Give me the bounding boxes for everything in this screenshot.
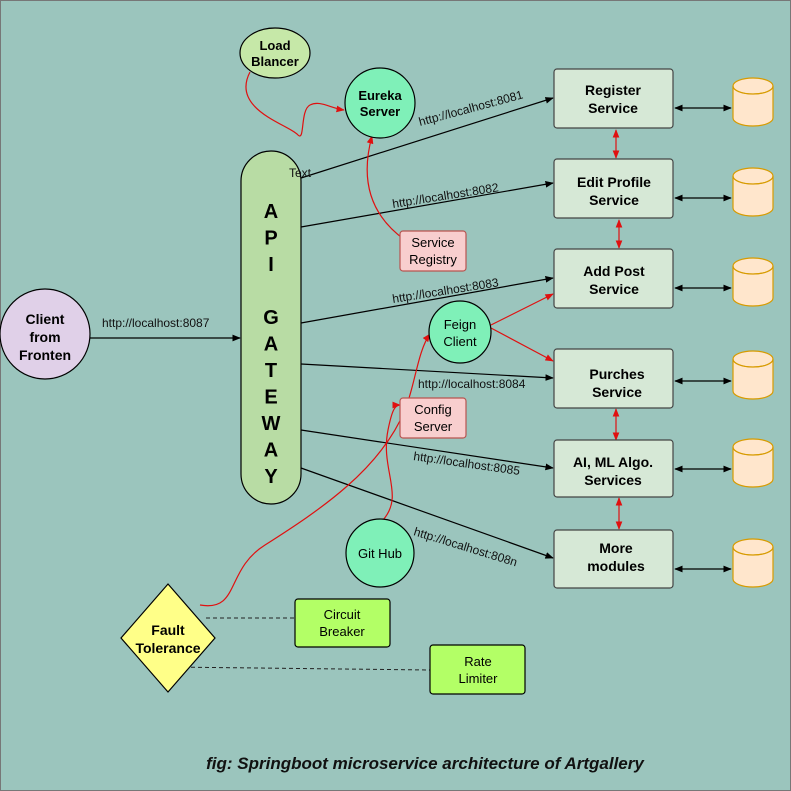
databases — [732, 77, 774, 588]
service-ai-line1: AI, ML Algo. — [573, 454, 653, 470]
service-register[interactable]: Register Service — [553, 68, 674, 129]
gateway-text-tag: Text — [289, 166, 312, 180]
circuit-line1: Circuit — [324, 607, 361, 622]
service-more-line2: modules — [587, 558, 645, 574]
service-purches[interactable]: Purches Service — [553, 348, 674, 409]
fault-tolerance-node[interactable]: Fault Tolerance — [120, 583, 216, 693]
gateway-to-edit-profile-arrow — [300, 180, 554, 228]
fault-tolerance-links — [169, 617, 431, 671]
gateway-letter: P — [264, 228, 277, 250]
gateway-to-purches-arrow — [300, 363, 554, 381]
client-label-line3: Fronten — [19, 347, 71, 363]
feign-line1: Feign — [444, 317, 477, 332]
gateway-letter: A — [264, 201, 278, 223]
feign-to-purches-arrow — [490, 327, 554, 362]
service-purches-line1: Purches — [589, 366, 644, 382]
database-icon — [732, 350, 774, 400]
feign-line2: Client — [443, 334, 477, 349]
fault-line1: Fault — [151, 622, 185, 638]
url-client: http://localhost:8087 — [102, 316, 210, 330]
rate-line2: Limiter — [458, 671, 498, 686]
database-icon — [732, 77, 774, 127]
rate-line1: Rate — [464, 654, 491, 669]
service-ai-ml[interactable]: AI, ML Algo. Services — [553, 439, 674, 498]
service-edit-line2: Service — [589, 192, 639, 208]
client-node[interactable]: Client from Fronten — [0, 288, 91, 380]
eureka-line1: Eureka — [358, 88, 402, 103]
service-registry-node[interactable]: Service Registry — [399, 230, 467, 272]
red-connectors — [199, 71, 623, 607]
service-register-line1: Register — [585, 82, 642, 98]
figure-caption: fig: Springboot microservice architectur… — [206, 754, 645, 773]
service-purches-line2: Service — [592, 384, 642, 400]
feign-client-node[interactable]: Feign Client — [428, 300, 492, 364]
fault-to-rate-limiter-link — [169, 666, 431, 671]
database-icon — [732, 438, 774, 488]
service-addpost-line2: Service — [589, 281, 639, 297]
gateway-to-register-arrow — [300, 97, 554, 179]
client-label-line2: from — [29, 329, 60, 345]
service-addpost-line1: Add Post — [583, 263, 645, 279]
eureka-server-node[interactable]: Eureka Server — [344, 67, 416, 139]
service-add-post[interactable]: Add Post Service — [553, 248, 674, 309]
database-links — [674, 104, 732, 573]
url-edit-profile: http://localhost:8082 — [391, 180, 500, 211]
database-icon — [732, 538, 774, 588]
service-ai-line2: Services — [584, 472, 642, 488]
gateway-letter: A — [264, 440, 278, 462]
load-balancer-line1: Load — [259, 38, 290, 53]
gateway-connectors — [90, 97, 554, 559]
circuit-breaker-node[interactable]: Circuit Breaker — [294, 598, 391, 648]
gateway-letter: A — [264, 334, 278, 356]
gateway-to-ai-ml-arrow — [300, 429, 554, 471]
url-more-modules: http://localhost:808n — [412, 524, 519, 569]
gateway-letter: E — [264, 387, 277, 409]
gateway-letter: T — [265, 360, 277, 382]
database-icon — [732, 167, 774, 217]
url-ai-ml: http://localhost:8085 — [413, 449, 522, 478]
feign-to-addpost-arrow — [490, 293, 554, 326]
service-register-line2: Service — [588, 100, 638, 116]
gateway-letter: Y — [264, 466, 278, 488]
client-label-line1: Client — [26, 311, 65, 327]
registry-to-eureka-link — [366, 135, 406, 241]
database-icon — [732, 257, 774, 307]
registry-line1: Service — [411, 235, 454, 250]
gateway-letter: W — [262, 413, 281, 435]
github-to-config-link — [382, 401, 401, 521]
gateway-letter: G — [263, 307, 279, 329]
service-edit-profile[interactable]: Edit Profile Service — [553, 158, 674, 219]
circuit-line2: Breaker — [319, 624, 365, 639]
fault-line2: Tolerance — [135, 640, 200, 656]
service-more-line1: More — [599, 540, 633, 556]
eureka-line2: Server — [360, 104, 400, 119]
service-more-modules[interactable]: More modules — [553, 529, 674, 589]
load-balancer-node[interactable]: Load Blancer — [239, 27, 311, 79]
registry-line2: Registry — [409, 252, 457, 267]
fault-to-feign-link — [199, 333, 431, 607]
gateway-letter: I — [268, 254, 274, 276]
url-purches: http://localhost:8084 — [418, 377, 526, 391]
gateway-to-more-modules-arrow — [300, 467, 554, 559]
config-line1: Config — [414, 402, 452, 417]
service-edit-line1: Edit Profile — [577, 174, 651, 190]
load-balancer-to-eureka-link — [245, 71, 345, 137]
url-add-post: http://localhost:8083 — [391, 275, 500, 306]
config-line2: Server — [414, 419, 453, 434]
rate-limiter-node[interactable]: Rate Limiter — [429, 644, 526, 695]
gateway-to-add-post-arrow — [300, 276, 554, 324]
load-balancer-line2: Blancer — [251, 54, 299, 69]
config-server-node[interactable]: Config Server — [399, 397, 467, 439]
git-hub-label: Git Hub — [358, 546, 402, 561]
url-register: http://localhost:8081 — [417, 87, 525, 128]
git-hub-node[interactable]: Git Hub — [345, 518, 415, 588]
